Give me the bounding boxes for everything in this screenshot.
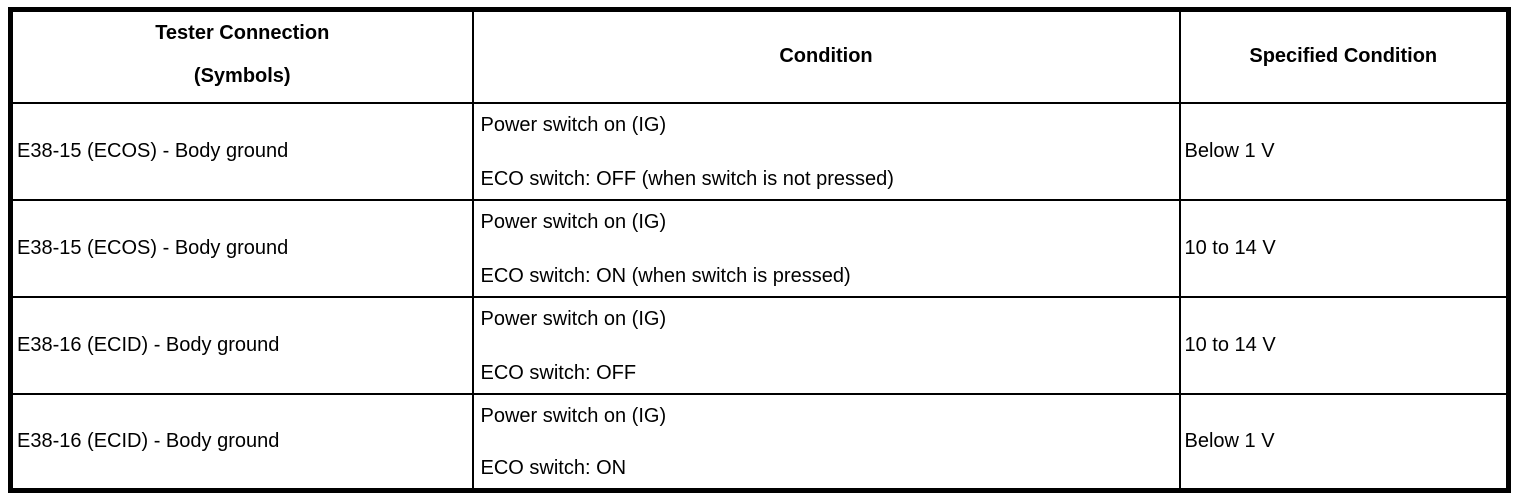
cell-tester-connection: E38-16 (ECID) - Body ground <box>9 295 474 395</box>
specified-condition-value: Below 1 V <box>1184 429 1275 452</box>
condition-content: Power switch on (IG) ECO switch: OFF <box>474 298 1179 393</box>
table-row: E38-16 (ECID) - Body ground Power switch… <box>9 392 1510 492</box>
header-specified-condition: Specified Condition <box>1178 8 1510 104</box>
cell-condition: Power switch on (IG) ECO switch: OFF (wh… <box>471 101 1181 201</box>
header-tester-connection-line2: (Symbols) <box>193 64 291 87</box>
cell-tester-connection: E38-16 (ECID) - Body ground <box>9 392 474 492</box>
cell-tester-connection: E38-15 (ECOS) - Body ground <box>9 198 474 298</box>
condition-line-1: Power switch on (IG) <box>480 210 667 233</box>
header-condition: Condition <box>471 8 1181 104</box>
header-specified-condition-content: Specified Condition <box>1181 12 1507 102</box>
condition-line-1: Power switch on (IG) <box>480 307 667 330</box>
cell-specified-condition: Below 1 V <box>1178 392 1510 492</box>
cell-condition: Power switch on (IG) ECO switch: OFF <box>471 295 1181 395</box>
condition-content: Power switch on (IG) ECO switch: ON (whe… <box>474 201 1179 296</box>
table-row: E38-15 (ECOS) - Body ground Power switch… <box>9 101 1510 201</box>
condition-line-1: Power switch on (IG) <box>480 404 667 427</box>
tester-connection-spec-table: Tester Connection (Symbols) Condition Sp… <box>8 7 1511 493</box>
cell-specified-condition: 10 to 14 V <box>1178 198 1510 298</box>
condition-line-2: ECO switch: ON <box>480 457 627 479</box>
table-row: E38-15 (ECOS) - Body ground Power switch… <box>9 198 1510 298</box>
cell-condition: Power switch on (IG) ECO switch: ON <box>471 392 1181 492</box>
tester-connection-value: E38-15 (ECOS) - Body ground <box>17 236 289 259</box>
specified-condition-value: 10 to 14 V <box>1184 333 1276 356</box>
header-condition-content: Condition <box>474 12 1179 102</box>
table-header-row: Tester Connection (Symbols) Condition Sp… <box>9 8 1510 104</box>
cell-tester-connection: E38-15 (ECOS) - Body ground <box>9 101 474 201</box>
condition-content: Power switch on (IG) ECO switch: ON <box>474 395 1179 489</box>
specified-condition-value: 10 to 14 V <box>1184 236 1276 259</box>
cell-specified-condition: Below 1 V <box>1178 101 1510 201</box>
header-tester-connection: Tester Connection (Symbols) <box>9 8 474 104</box>
condition-line-2: ECO switch: OFF (when switch is not pres… <box>480 167 894 190</box>
tester-connection-value: E38-15 (ECOS) - Body ground <box>17 139 289 162</box>
header-condition-label: Condition <box>779 45 873 68</box>
header-tester-connection-line1: Tester Connection <box>155 22 330 44</box>
table-row: E38-16 (ECID) - Body ground Power switch… <box>9 295 1510 395</box>
tester-connection-value: E38-16 (ECID) - Body ground <box>17 333 280 356</box>
cell-condition: Power switch on (IG) ECO switch: ON (whe… <box>471 198 1181 298</box>
condition-content: Power switch on (IG) ECO switch: OFF (wh… <box>474 104 1179 199</box>
condition-line-2: ECO switch: ON (when switch is pressed) <box>480 264 851 287</box>
condition-line-2: ECO switch: OFF <box>480 361 637 384</box>
specified-condition-value: Below 1 V <box>1184 139 1275 162</box>
cell-specified-condition: 10 to 14 V <box>1178 295 1510 395</box>
header-specified-condition-label: Specified Condition <box>1249 45 1438 68</box>
tester-connection-value: E38-16 (ECID) - Body ground <box>17 429 280 452</box>
condition-line-1: Power switch on (IG) <box>480 113 667 136</box>
header-tester-connection-content: Tester Connection (Symbols) <box>13 12 472 102</box>
